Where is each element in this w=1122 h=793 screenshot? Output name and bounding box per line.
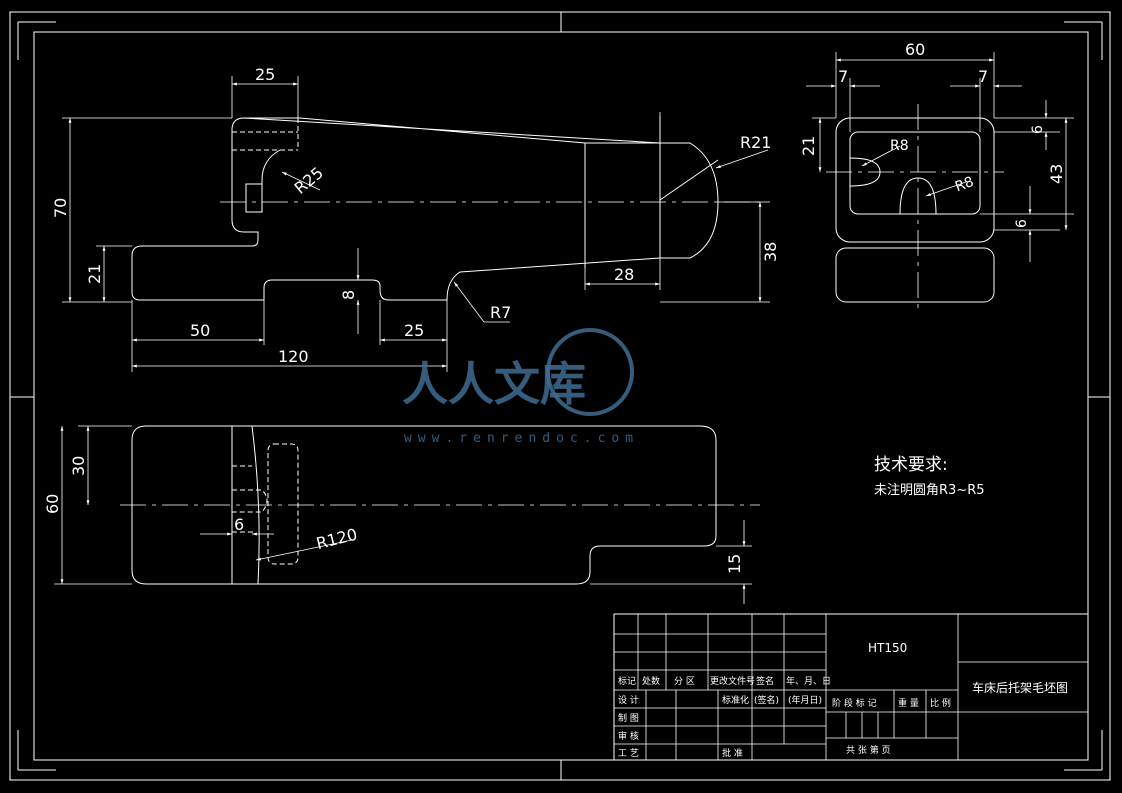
- tb-biaoji: 标记: [618, 675, 636, 687]
- side-view: [826, 104, 1004, 310]
- material-label: HT150: [868, 641, 907, 655]
- dim-120: 120: [278, 347, 309, 366]
- dim-70: 70: [51, 198, 70, 218]
- watermark: 人人文库 www.renrendoc.com: [402, 328, 639, 446]
- dim-38: 38: [761, 242, 780, 262]
- dim-50: 50: [190, 321, 210, 340]
- dim-8: 8: [339, 290, 358, 300]
- dim-15: 15: [725, 554, 744, 574]
- watermark-url: www.renrendoc.com: [404, 431, 639, 446]
- top-view: [120, 425, 760, 585]
- tb-jieduan: 阶 段 标 记: [832, 697, 877, 709]
- tb-nianyueri-paren: (年月日): [788, 694, 822, 706]
- dim-6-bottom: 6: [1014, 219, 1030, 228]
- tb-chushu: 处数: [642, 675, 660, 687]
- tb-shenhe: 审 核: [618, 730, 639, 742]
- dim-28: 28: [614, 265, 634, 284]
- front-dimensions: 25 R25 R21 70 21 38 8 28 R7 50 25 120: [51, 65, 780, 372]
- dim-30-top: 30: [69, 456, 88, 476]
- tb-zhitu: 制 图: [618, 712, 639, 724]
- dim-25-top: 25: [255, 65, 275, 84]
- dim-6-top-view: 6: [234, 515, 244, 534]
- tb-gengai: 更改文件号: [710, 675, 755, 687]
- tb-sheji: 设 计: [618, 694, 639, 706]
- tb-qianming: 签名: [756, 675, 774, 687]
- title-block: HT150 车床后托架毛坯图 标记 处数 分 区 更改文件号 签名 年、月、日 …: [613, 613, 1089, 761]
- side-dimensions: 60 7 7 21 R8 R8 6 43 6: [799, 40, 1074, 262]
- tech-requirements-title: 技术要求:: [874, 455, 948, 475]
- tb-bili: 比 例: [930, 697, 951, 709]
- part-name: 车床后托架毛坯图: [972, 680, 1068, 695]
- tb-nianyueri: 年、月、日: [786, 675, 831, 687]
- dim-7-right: 7: [978, 67, 988, 86]
- tb-zhongliang: 重 量: [898, 697, 919, 709]
- tb-qianming-paren: (签名): [754, 694, 779, 706]
- front-view: [131, 112, 760, 301]
- dim-R120: R120: [314, 525, 359, 554]
- dim-21: 21: [85, 264, 104, 284]
- dim-R21: R21: [740, 133, 771, 152]
- dim-60-side: 60: [905, 40, 925, 59]
- dim-R8-lower: R8: [953, 174, 976, 195]
- tb-biaozhunhua: 标准化: [722, 694, 749, 706]
- tb-fenqu: 分 区: [674, 676, 695, 687]
- dim-R7: R7: [490, 303, 511, 322]
- tech-requirements-body: 未注明圆角R3~R5: [874, 483, 985, 498]
- tb-pizhun: 批 准: [722, 747, 743, 759]
- dim-60-top: 60: [43, 494, 62, 514]
- dim-25-bottom: 25: [404, 321, 424, 340]
- top-dimensions: 30 60 6 R120 15: [43, 425, 752, 604]
- dim-7-left: 7: [838, 67, 848, 86]
- dim-6-top: 6: [1030, 125, 1046, 134]
- tb-gongyi: 工 艺: [618, 748, 639, 759]
- frame-marks: [10, 12, 1110, 780]
- dim-R8-upper: R8: [890, 138, 909, 154]
- dim-R25: R25: [291, 163, 327, 198]
- outer-border: [9, 11, 1111, 781]
- tb-gongzhang: 共 张 第 页: [846, 744, 891, 756]
- watermark-logo-text: 人人文库: [402, 357, 586, 411]
- dim-21-side: 21: [799, 136, 818, 156]
- dim-43: 43: [1047, 164, 1066, 184]
